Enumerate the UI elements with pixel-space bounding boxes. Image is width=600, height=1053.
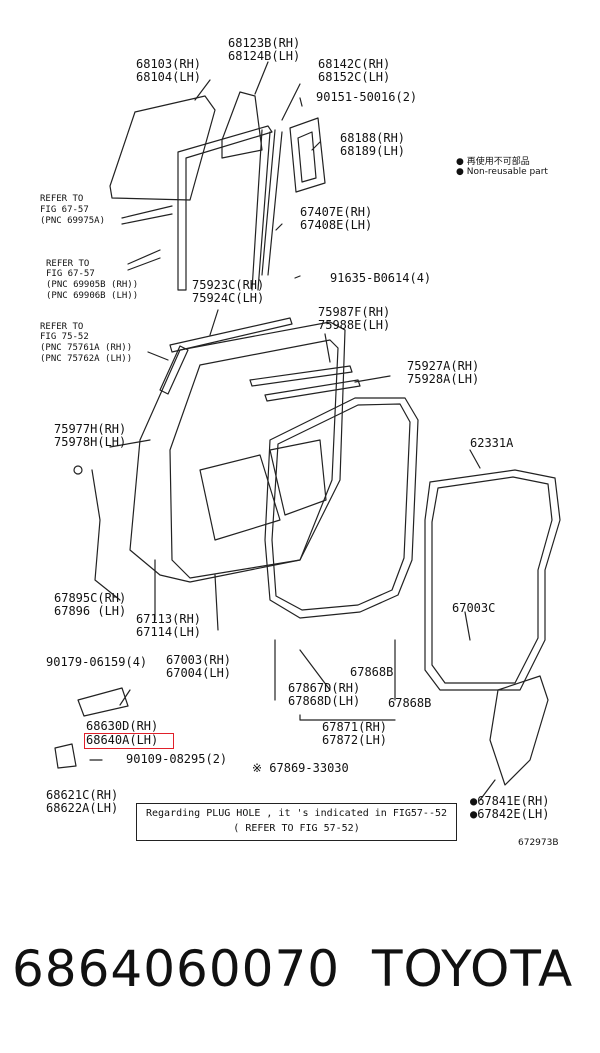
parts-diagram: 68123B(RH) 68124B(LH) 68103(RH) 68104(LH… — [40, 36, 561, 848]
label-67867d: 67867D(RH) — [288, 681, 361, 695]
label-68630d: 68630D(RH) — [86, 719, 159, 733]
door-weatherstrip — [264, 397, 419, 619]
door-inner-panel — [169, 339, 339, 579]
label-68104: 68104(LH) — [136, 70, 202, 84]
legend-english: ● Non-reusable part — [456, 167, 548, 177]
label-67004: 67004(LH) — [166, 666, 232, 680]
label-75927a: 75927A(RH) — [407, 359, 480, 373]
door-check — [77, 687, 129, 717]
label-67869: ※ 67869-33030 — [252, 761, 349, 775]
label-68189: 68189(LH) — [340, 144, 406, 158]
label-68103: 68103(RH) — [136, 57, 202, 71]
label-67841e: ●67841E(RH) — [470, 794, 550, 808]
label-90109: 90109-08295(2) — [126, 752, 228, 766]
label-67895c: 67895C(RH) — [54, 591, 127, 605]
label-68640a: 68640A(LH) — [86, 733, 159, 747]
brand-name: TOYOTA — [372, 940, 574, 998]
label-67868d: 67868D(LH) — [288, 694, 361, 708]
service-hole-cover — [489, 675, 549, 786]
door-outer-panel — [129, 321, 346, 583]
label-67113: 67113(RH) — [136, 612, 202, 626]
label-67872: 67872(LH) — [322, 733, 388, 747]
glass-run-channel — [177, 125, 273, 291]
label-68142c: 68142C(RH) — [318, 57, 391, 71]
refer-note-2-line2: FIG 67-57 — [46, 269, 95, 279]
label-68123b: 68123B(RH) — [228, 36, 301, 50]
plug-hole-note: Regarding PLUG HOLE , it 's indicated in… — [136, 803, 457, 841]
door-glass — [109, 95, 216, 201]
label-67896: 67896 (LH) — [54, 604, 127, 618]
label-75924c: 75924C(LH) — [192, 291, 265, 305]
label-68188: 68188(RH) — [340, 131, 406, 145]
refer-note-2-line3: (PNC 69905B (RH)) — [46, 280, 139, 290]
figure-number: 672973B — [518, 838, 559, 848]
label-68622a: 68622A(LH) — [46, 801, 119, 815]
note-line-1: Regarding PLUG HOLE , it 's indicated in… — [145, 808, 448, 819]
label-67868b-2: 67868B — [388, 696, 432, 710]
door-hinge — [54, 743, 77, 769]
label-67842e: ●67842E(LH) — [470, 807, 550, 821]
refer-note-3-line4: (PNC 75762A (LH)) — [40, 354, 133, 364]
label-75923c: 75923C(RH) — [192, 278, 265, 292]
label-75928a: 75928A(LH) — [407, 372, 480, 386]
refer-note-2-line1: REFER TO — [46, 259, 90, 269]
label-67407e: 67407E(RH) — [300, 205, 373, 219]
legend-japanese: ● 再使用不可部品 — [456, 157, 530, 167]
label-68621c: 68621C(RH) — [46, 788, 119, 802]
label-67868b-1: 67868B — [350, 665, 394, 679]
refer-note-3-line3: (PNC 75761A (RH)) — [40, 343, 133, 353]
highlight-box — [84, 733, 174, 749]
belt-moulding-outer — [169, 317, 293, 353]
refer-note-3-line1: REFER TO — [40, 322, 84, 332]
label-67003: 67003(RH) — [166, 653, 232, 667]
refer-note-3-line2: FIG 75-52 — [40, 332, 89, 342]
label-62331a: 62331A — [470, 436, 514, 450]
quarter-glass — [221, 91, 263, 159]
note-line-2: ( REFER TO FIG 57-52) — [233, 823, 360, 834]
label-75978h: 75978H(LH) — [54, 435, 127, 449]
corner-glass — [289, 117, 326, 193]
label-68152c: 68152C(LH) — [318, 70, 391, 84]
label-90151: 90151-50016(2) — [316, 90, 418, 104]
part-number: 6864060070 — [12, 940, 341, 998]
label-75977h: 75977H(RH) — [54, 422, 127, 436]
label-67408e: 67408E(LH) — [300, 218, 373, 232]
refer-note-1-line2: FIG 67-57 — [40, 205, 89, 215]
label-90179: 90179-06159(4) — [46, 655, 148, 669]
division-bar — [261, 129, 283, 276]
door-exploded-view — [54, 61, 561, 801]
refer-note-1-line1: REFER TO — [40, 194, 84, 204]
label-75988e: 75988E(LH) — [318, 318, 391, 332]
refer-note-2-line4: (PNC 69906B (LH)) — [46, 291, 139, 301]
body-weatherstrip — [424, 469, 561, 691]
label-67003c: 67003C — [452, 601, 496, 615]
label-67114: 67114(LH) — [136, 625, 202, 639]
label-68124b: 68124B(LH) — [228, 49, 301, 63]
label-91635: 91635-B0614(4) — [330, 271, 432, 285]
refer-note-1-line3: (PNC 69975A) — [40, 216, 106, 226]
label-75987f: 75987F(RH) — [318, 305, 391, 319]
lock-cable — [91, 469, 121, 601]
label-67871: 67871(RH) — [322, 720, 388, 734]
